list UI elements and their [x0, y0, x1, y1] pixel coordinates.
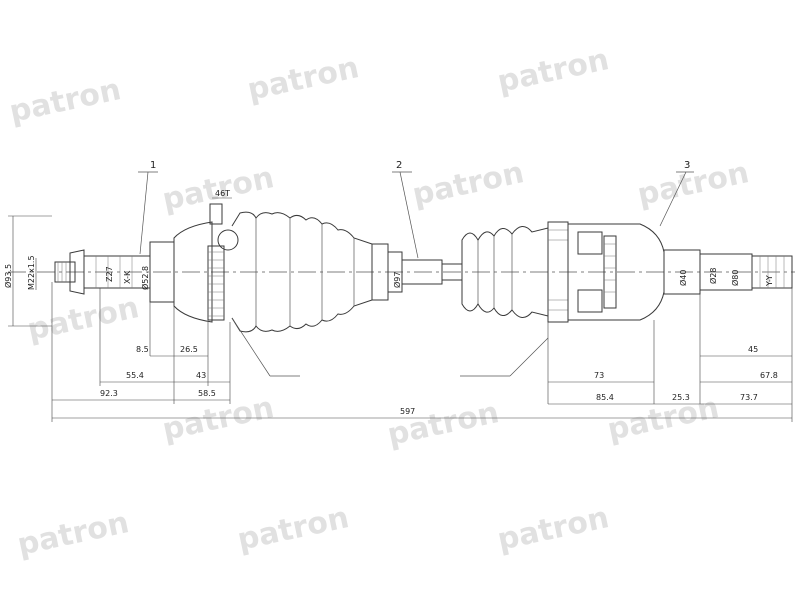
- callouts: 1 2 3: [138, 160, 694, 377]
- callout-1-label: 1: [150, 160, 156, 171]
- dim-d52-8: Ø52.8: [140, 266, 150, 290]
- dim-58-5: 58.5: [198, 389, 216, 398]
- abs-ring: [207, 245, 225, 321]
- section-leader-left: [231, 317, 271, 377]
- dim-d80: Ø80: [730, 270, 740, 286]
- dim-25-3: 25.3: [672, 393, 690, 402]
- watermark: patron: [409, 155, 527, 213]
- length-dimensions: 8.5 26.5 55.4 43 92.3 58.5 597 73 45 67.…: [52, 345, 792, 419]
- watermark: patron: [6, 72, 124, 130]
- dim-85-4: 85.4: [596, 393, 614, 402]
- tripod-roller-bottom: [577, 289, 603, 313]
- spider: [603, 235, 617, 309]
- dim-m22: M22x1.5: [27, 255, 36, 290]
- dim-43: 43: [196, 371, 206, 380]
- dim-abs-teeth: 46T: [215, 189, 230, 198]
- watermark: patron: [244, 50, 362, 108]
- watermark: patron: [159, 390, 277, 448]
- dim-92-3: 92.3: [100, 389, 118, 398]
- dim-8-5: 8.5: [136, 345, 149, 354]
- dim-67-8: 67.8: [760, 371, 778, 380]
- watermark: patron: [14, 505, 132, 563]
- dim-d97: Ø97: [392, 272, 402, 288]
- watermark: patron: [494, 500, 612, 558]
- nut: [69, 249, 85, 295]
- dim-teeth: Z27: [105, 266, 114, 282]
- dim-d40: Ø40: [678, 270, 688, 286]
- section-leader-right: [509, 337, 549, 377]
- dim-d93-5: Ø93.5: [3, 264, 13, 288]
- watermark: patron: [384, 395, 502, 453]
- thread-end: [54, 261, 76, 283]
- extension-lines: [51, 282, 793, 422]
- dim-26-5: 26.5: [180, 345, 198, 354]
- inner-ball: [217, 229, 239, 251]
- watermark: patron: [494, 42, 612, 100]
- joint-housing: [173, 221, 213, 323]
- diameter-dimensions: Ø93.5 M22x1.5 Z27 X-K Ø52.8 46T Ø97 Ø40 …: [3, 189, 774, 327]
- dim-73: 73: [594, 371, 604, 380]
- dim-yy: Y-Y: [765, 275, 774, 287]
- dim-45: 45: [748, 345, 758, 354]
- watermark-layer: patron patron patron patron patron patro…: [6, 42, 752, 563]
- dim-d28: Ø28: [708, 268, 718, 284]
- callout-2-label: 2: [396, 160, 402, 171]
- inner-joint-housing: [547, 221, 793, 323]
- callout-3-label: 3: [684, 160, 690, 171]
- watermark: patron: [604, 390, 722, 448]
- stub-spline: [751, 255, 793, 289]
- dim-xk: X-K: [123, 270, 132, 284]
- watermark: patron: [234, 500, 352, 558]
- dim-73-7: 73.7: [740, 393, 758, 402]
- watermark: patron: [634, 155, 752, 213]
- dim-597: 597: [400, 407, 415, 416]
- watermark: patron: [24, 290, 142, 348]
- outer-cv-joint: [54, 203, 239, 323]
- dim-55-4: 55.4: [126, 371, 144, 380]
- boot-clamp-outer: [209, 203, 223, 225]
- tripod-roller-top: [577, 231, 603, 255]
